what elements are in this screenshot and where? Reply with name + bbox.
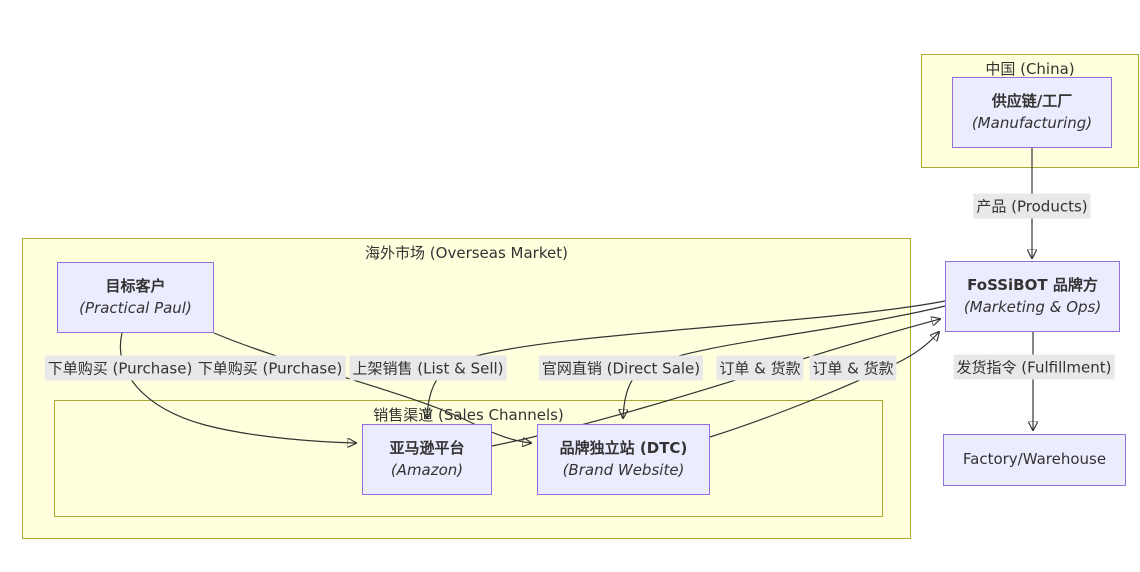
cluster-china-title: 中国 (China)	[985, 60, 1075, 78]
node-brand-subtitle: (Marketing & Ops)	[963, 297, 1102, 316]
node-target-customer-subtitle: (Practical Paul)	[79, 298, 192, 317]
edge-order-from-dtc	[709, 332, 939, 438]
edge-purchase-to-amazon	[119, 332, 356, 443]
edge-label-list-sell: 上架销售 (List & Sell)	[349, 355, 507, 381]
node-brand: FoSSiBOT 品牌方 (Marketing & Ops)	[945, 261, 1120, 332]
node-supply-chain: 供应链/工厂 (Manufacturing)	[952, 77, 1112, 148]
edge-label-products: 产品 (Products)	[973, 193, 1091, 219]
node-amazon-title: 亚马逊平台	[389, 438, 465, 457]
edge-label-purchase-amazon: 下单购买 (Purchase)	[44, 355, 196, 381]
edge-direct-sale	[623, 305, 946, 418]
node-warehouse-title: Factory/Warehouse	[962, 450, 1107, 469]
node-amazon: 亚马逊平台 (Amazon)	[362, 424, 492, 495]
node-dtc: 品牌独立站 (DTC) (Brand Website)	[537, 424, 710, 495]
edge-label-order-dtc: 订单 & 货款	[809, 355, 897, 381]
edge-label-order-amazon: 订单 & 货款	[716, 355, 804, 381]
cluster-sales-channels-title: 销售渠道 (Sales Channels)	[373, 406, 564, 424]
edge-label-fulfillment: 发货指令 (Fulfillment)	[953, 354, 1115, 380]
node-supply-chain-title: 供应链/工厂	[991, 91, 1073, 110]
edge-label-direct-sale: 官网直销 (Direct Sale)	[538, 355, 704, 381]
node-dtc-title: 品牌独立站 (DTC)	[559, 438, 688, 457]
edge-purchase-to-dtc	[213, 332, 531, 443]
edge-label-purchase-dtc: 下单购买 (Purchase)	[194, 355, 346, 381]
node-supply-chain-subtitle: (Manufacturing)	[971, 113, 1093, 132]
node-brand-title: FoSSiBOT 品牌方	[967, 275, 1098, 294]
node-warehouse: Factory/Warehouse	[943, 434, 1126, 486]
node-dtc-subtitle: (Brand Website)	[562, 460, 685, 479]
node-target-customer-title: 目标客户	[105, 276, 166, 295]
cluster-overseas-market-title: 海外市场 (Overseas Market)	[365, 244, 568, 262]
node-target-customer: 目标客户 (Practical Paul)	[57, 262, 214, 333]
node-amazon-subtitle: (Amazon)	[390, 460, 464, 479]
